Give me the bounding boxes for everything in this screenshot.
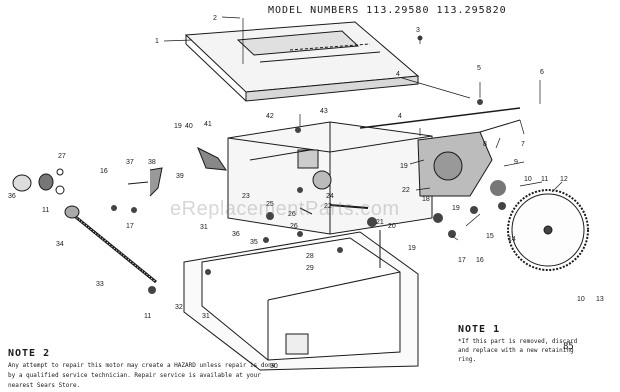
callout: 10 <box>524 176 532 183</box>
callout: 16 <box>476 257 484 264</box>
callout: 1 <box>155 38 159 45</box>
callout: 27 <box>58 153 66 160</box>
callout: 43 <box>320 108 328 115</box>
callout: 34 <box>56 241 64 248</box>
callout: 36 <box>232 231 240 238</box>
callout: 26 <box>290 223 298 230</box>
callout: 23 <box>242 193 250 200</box>
callout-labels: 1 2 3 4 4 5 6 7 8 9 10 10 11 11 11 12 13… <box>8 15 604 370</box>
note-2-title: NOTE 2 <box>8 348 51 359</box>
page-number: 85 <box>563 342 574 352</box>
callout: 36 <box>8 193 16 200</box>
callout-leader-lines <box>163 16 563 241</box>
callout: 3 <box>416 27 420 34</box>
callout: 24 <box>326 193 334 200</box>
callout: 17 <box>126 223 134 230</box>
callout: 11 <box>144 313 151 320</box>
callout: 5 <box>477 65 481 72</box>
callout: 30 <box>270 363 278 370</box>
saw-blade-part <box>507 189 589 271</box>
callout: 19 <box>174 123 182 130</box>
callout: 16 <box>100 168 108 175</box>
callout: 19 <box>400 163 408 170</box>
callout: 42 <box>266 113 274 120</box>
callout: 32 <box>175 304 183 311</box>
callout: 7 <box>521 141 525 148</box>
watermark: eReplacementParts.com <box>170 198 400 220</box>
hardware-parts <box>111 35 506 294</box>
note-1-title: NOTE 1 <box>458 324 501 335</box>
callout: 14 <box>508 236 516 243</box>
callout: 39 <box>176 173 184 180</box>
lead-screw-part <box>71 212 157 284</box>
callout: 40 <box>185 123 193 130</box>
callout: 2 <box>213 15 217 22</box>
callout: 37 <box>126 159 134 166</box>
handwheel-parts <box>12 168 80 219</box>
callout: 19 <box>408 245 416 252</box>
callout: 4 <box>396 71 400 78</box>
callout: 20 <box>388 223 396 230</box>
table-top-part <box>184 21 420 102</box>
callout: 31 <box>200 224 208 231</box>
callout: 38 <box>148 159 156 166</box>
callout: 17 <box>458 257 466 264</box>
bracket-parts <box>127 146 228 197</box>
motor-housing-part <box>227 121 433 235</box>
callout: 26 <box>288 211 296 218</box>
callout: 13 <box>596 296 604 303</box>
callout: 4 <box>398 113 402 120</box>
callout: 28 <box>306 253 314 260</box>
callout: 22 <box>324 203 332 210</box>
callout: 41 <box>204 121 212 128</box>
callout: 21 <box>376 219 384 226</box>
callout: 11 <box>42 207 49 214</box>
callout: 33 <box>96 281 104 288</box>
note-1-text: *If this part is removed, discard and re… <box>458 338 578 363</box>
callout: 15 <box>486 233 494 240</box>
callout: 10 <box>577 296 585 303</box>
callout: 6 <box>540 69 544 76</box>
callout: 22 <box>402 187 410 194</box>
callout: 18 <box>422 196 430 203</box>
callout: 9 <box>514 159 518 166</box>
note-2-text: Any attempt to repair this motor may cre… <box>8 362 276 389</box>
model-numbers-header: MODEL NUMBERS 113.29580 113.295820 <box>268 5 507 16</box>
callout: 31 <box>202 313 210 320</box>
arbor-bracket-part <box>417 119 521 197</box>
callout: 35 <box>250 239 258 246</box>
callout: 25 <box>266 201 274 208</box>
callout: 29 <box>306 265 314 272</box>
callout: 8 <box>483 141 487 148</box>
front-panel-part <box>183 231 419 371</box>
callout: 12 <box>560 176 568 183</box>
callout: 11 <box>541 176 548 183</box>
callout: 19 <box>452 205 460 212</box>
